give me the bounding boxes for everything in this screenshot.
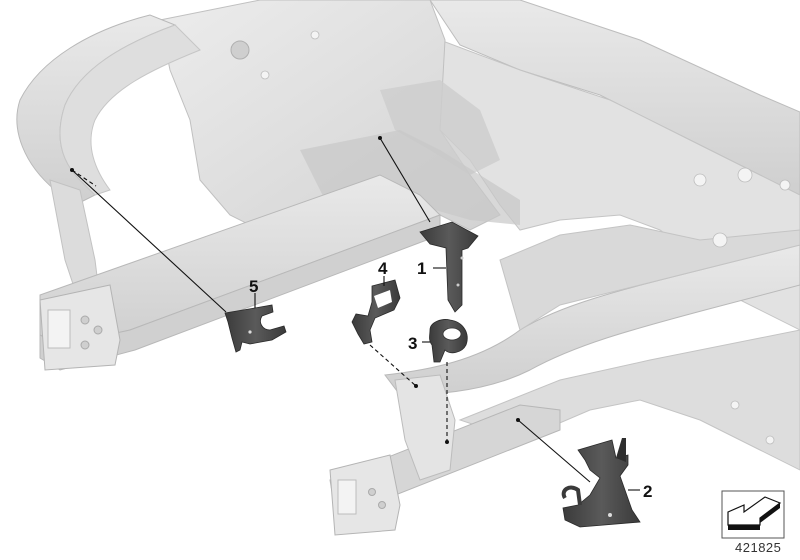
right-inner-wheelhouse — [499, 224, 800, 331]
leader-line-4-target — [369, 344, 417, 387]
front-left-frame-inner — [59, 24, 201, 196]
diagram-number: 421825 — [735, 540, 782, 555]
rail-bolt — [80, 315, 90, 325]
part-1-bracket[interactable] — [419, 221, 479, 313]
right-upper-rail — [384, 244, 800, 396]
rail-bolt — [368, 488, 376, 496]
callout-1[interactable]: 1 — [417, 259, 426, 278]
right-lower-floor — [458, 329, 800, 471]
rail-bolt — [378, 501, 386, 509]
strut-mount-hole — [230, 40, 250, 60]
part-3-clip[interactable] — [429, 319, 468, 363]
callout-2[interactable]: 2 — [643, 482, 652, 501]
rail-bolt — [80, 340, 90, 350]
wheelhouse-shadow — [380, 80, 500, 175]
view-direction-arrow-icon — [721, 490, 785, 539]
rail-bolt — [93, 325, 103, 335]
body-structure — [16, 0, 800, 536]
callout-3[interactable]: 3 — [408, 334, 417, 353]
leader-line-2-target — [517, 419, 591, 483]
left-rail-end-box — [39, 284, 121, 371]
part-4-bracket[interactable] — [351, 279, 401, 345]
leader-lines — [70, 136, 640, 491]
panel-holes — [260, 30, 791, 445]
right-rail-end-opening — [337, 479, 357, 515]
leader-line-5-target — [71, 169, 227, 313]
part-5-bracket[interactable] — [224, 304, 287, 353]
right-rail-pillar — [394, 374, 456, 481]
left-rail-end-opening — [47, 309, 71, 349]
right-rail-end-box — [329, 454, 401, 536]
callout-4[interactable]: 4 — [378, 259, 388, 278]
leader-line-1-target — [379, 137, 431, 223]
part-2-bracket[interactable] — [561, 438, 641, 528]
callout-labels: 1 2 3 4 5 — [249, 259, 652, 501]
callout-5[interactable]: 5 — [249, 277, 258, 296]
